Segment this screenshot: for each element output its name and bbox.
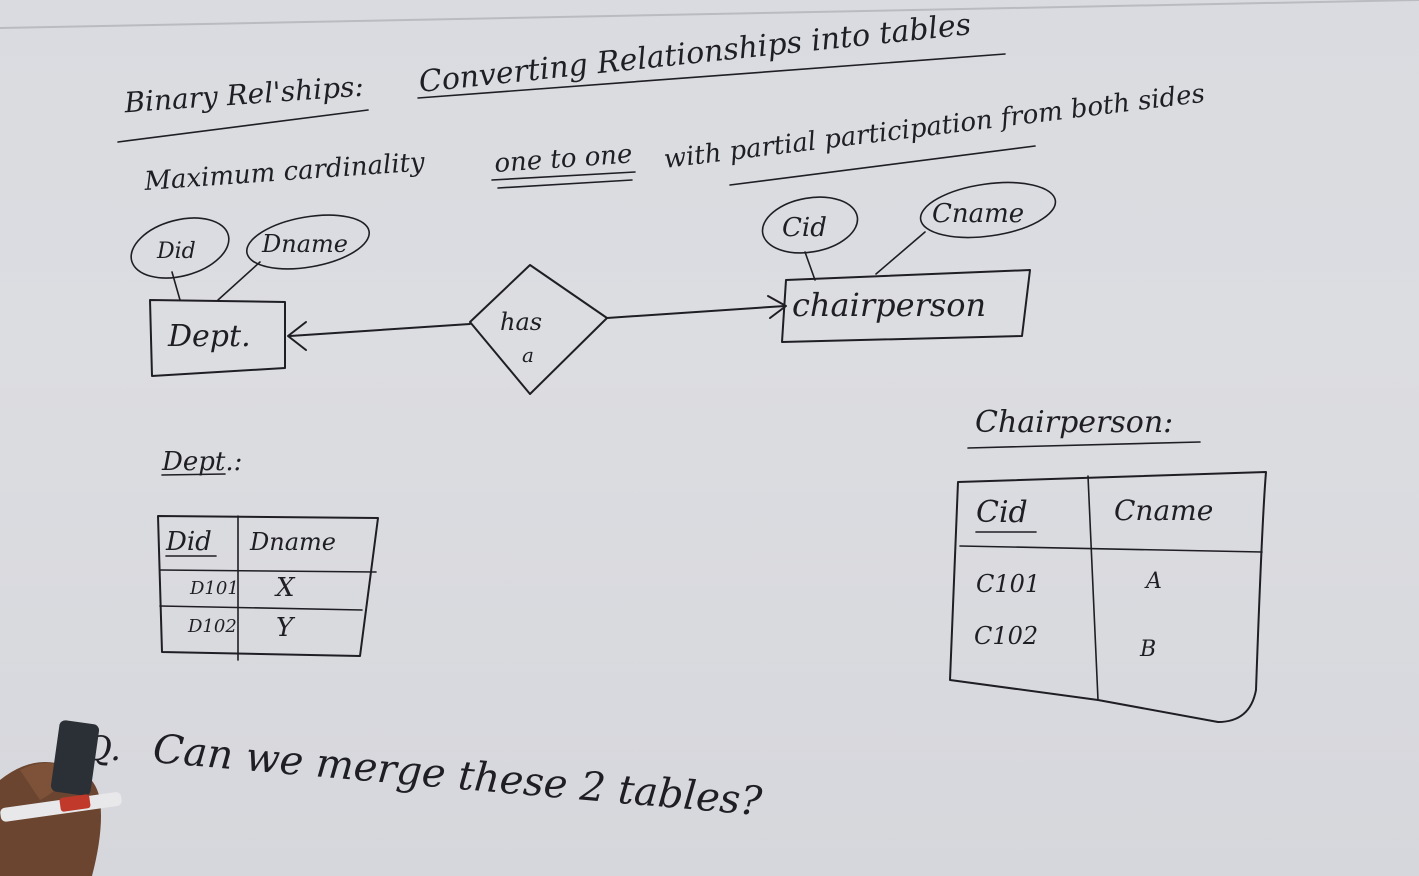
relationship-label-line1: has <box>500 308 542 336</box>
dept-caption-underline <box>161 473 226 476</box>
dept-table-header-line <box>159 569 377 573</box>
heading-title: Converting Relationships into tables <box>417 7 972 100</box>
attribute-did: Did <box>130 217 230 301</box>
chair-table-header-line <box>959 545 1263 553</box>
chair-header-cname: Cname <box>1114 494 1213 527</box>
attribute-cname: Cname <box>875 181 1057 275</box>
relationship-label-line2: a <box>522 343 534 367</box>
chair-header-cid: Cid <box>976 495 1028 530</box>
subheading-part1: Maximum cardinality <box>142 147 426 197</box>
question-text: Can we merge these 2 tables? <box>151 726 764 825</box>
marker-red-band <box>59 794 91 812</box>
dept-table-row-line <box>159 605 363 611</box>
board-top-edge <box>0 0 1419 29</box>
heading-prefix-underline <box>117 109 369 143</box>
chair-cell-r1c2: A <box>1144 569 1162 594</box>
heading-title-underline <box>417 53 1006 99</box>
chair-table: Chairperson: Cid Cname C101 A C102 B <box>949 405 1267 723</box>
chair-cell-r2c1: C102 <box>974 622 1038 650</box>
subheading-part2: with partial participation from both sid… <box>662 79 1206 175</box>
entity-chairperson-label: chairperson <box>792 286 986 324</box>
chair-table-border <box>949 471 1267 723</box>
highlight-double-underline <box>491 171 636 189</box>
entity-dept: Dept. <box>149 299 286 377</box>
dept-cell-r1c2: X <box>274 573 296 603</box>
attribute-did-label: Did <box>156 239 196 264</box>
chair-cell-r1c1: C101 <box>976 570 1040 598</box>
arrowhead-chair <box>767 295 787 319</box>
attribute-dname-label: Dname <box>261 230 348 258</box>
attribute-cid-label: Cid <box>782 213 827 243</box>
dept-table-caption: Dept.: <box>161 447 242 477</box>
dept-cell-r2c2: Y <box>276 613 296 643</box>
attribute-cid: Cid <box>761 196 859 281</box>
dept-cell-r1c1: D101 <box>189 578 239 599</box>
dept-cell-r2c1: D102 <box>187 616 237 637</box>
attribute-dname: Dname <box>217 214 371 301</box>
chair-cell-r2c2: B <box>1139 637 1156 662</box>
attribute-cname-label: Cname <box>932 199 1024 229</box>
chair-caption-underline <box>967 441 1201 449</box>
connector-chair-arrow <box>606 305 786 319</box>
dept-header-did: Did <box>165 527 212 557</box>
hand-with-markers <box>0 720 122 876</box>
relationship-has-a: has a <box>469 264 608 395</box>
partial-participation-underline <box>729 145 1036 186</box>
connector-dept-arrow <box>289 323 471 337</box>
heading-prefix: Binary Rel'ships: <box>122 70 364 120</box>
entity-chairperson: chairperson <box>781 269 1031 343</box>
chair-table-col-divider <box>1087 475 1099 701</box>
dept-table: Dept.: Did Dname D101 X D102 Y <box>157 447 379 661</box>
chair-table-caption: Chairperson: <box>975 405 1173 440</box>
entity-dept-label: Dept. <box>167 319 251 354</box>
dept-header-dname: Dname <box>249 528 336 556</box>
black-marker <box>50 720 100 796</box>
arrowhead-dept <box>287 321 307 351</box>
